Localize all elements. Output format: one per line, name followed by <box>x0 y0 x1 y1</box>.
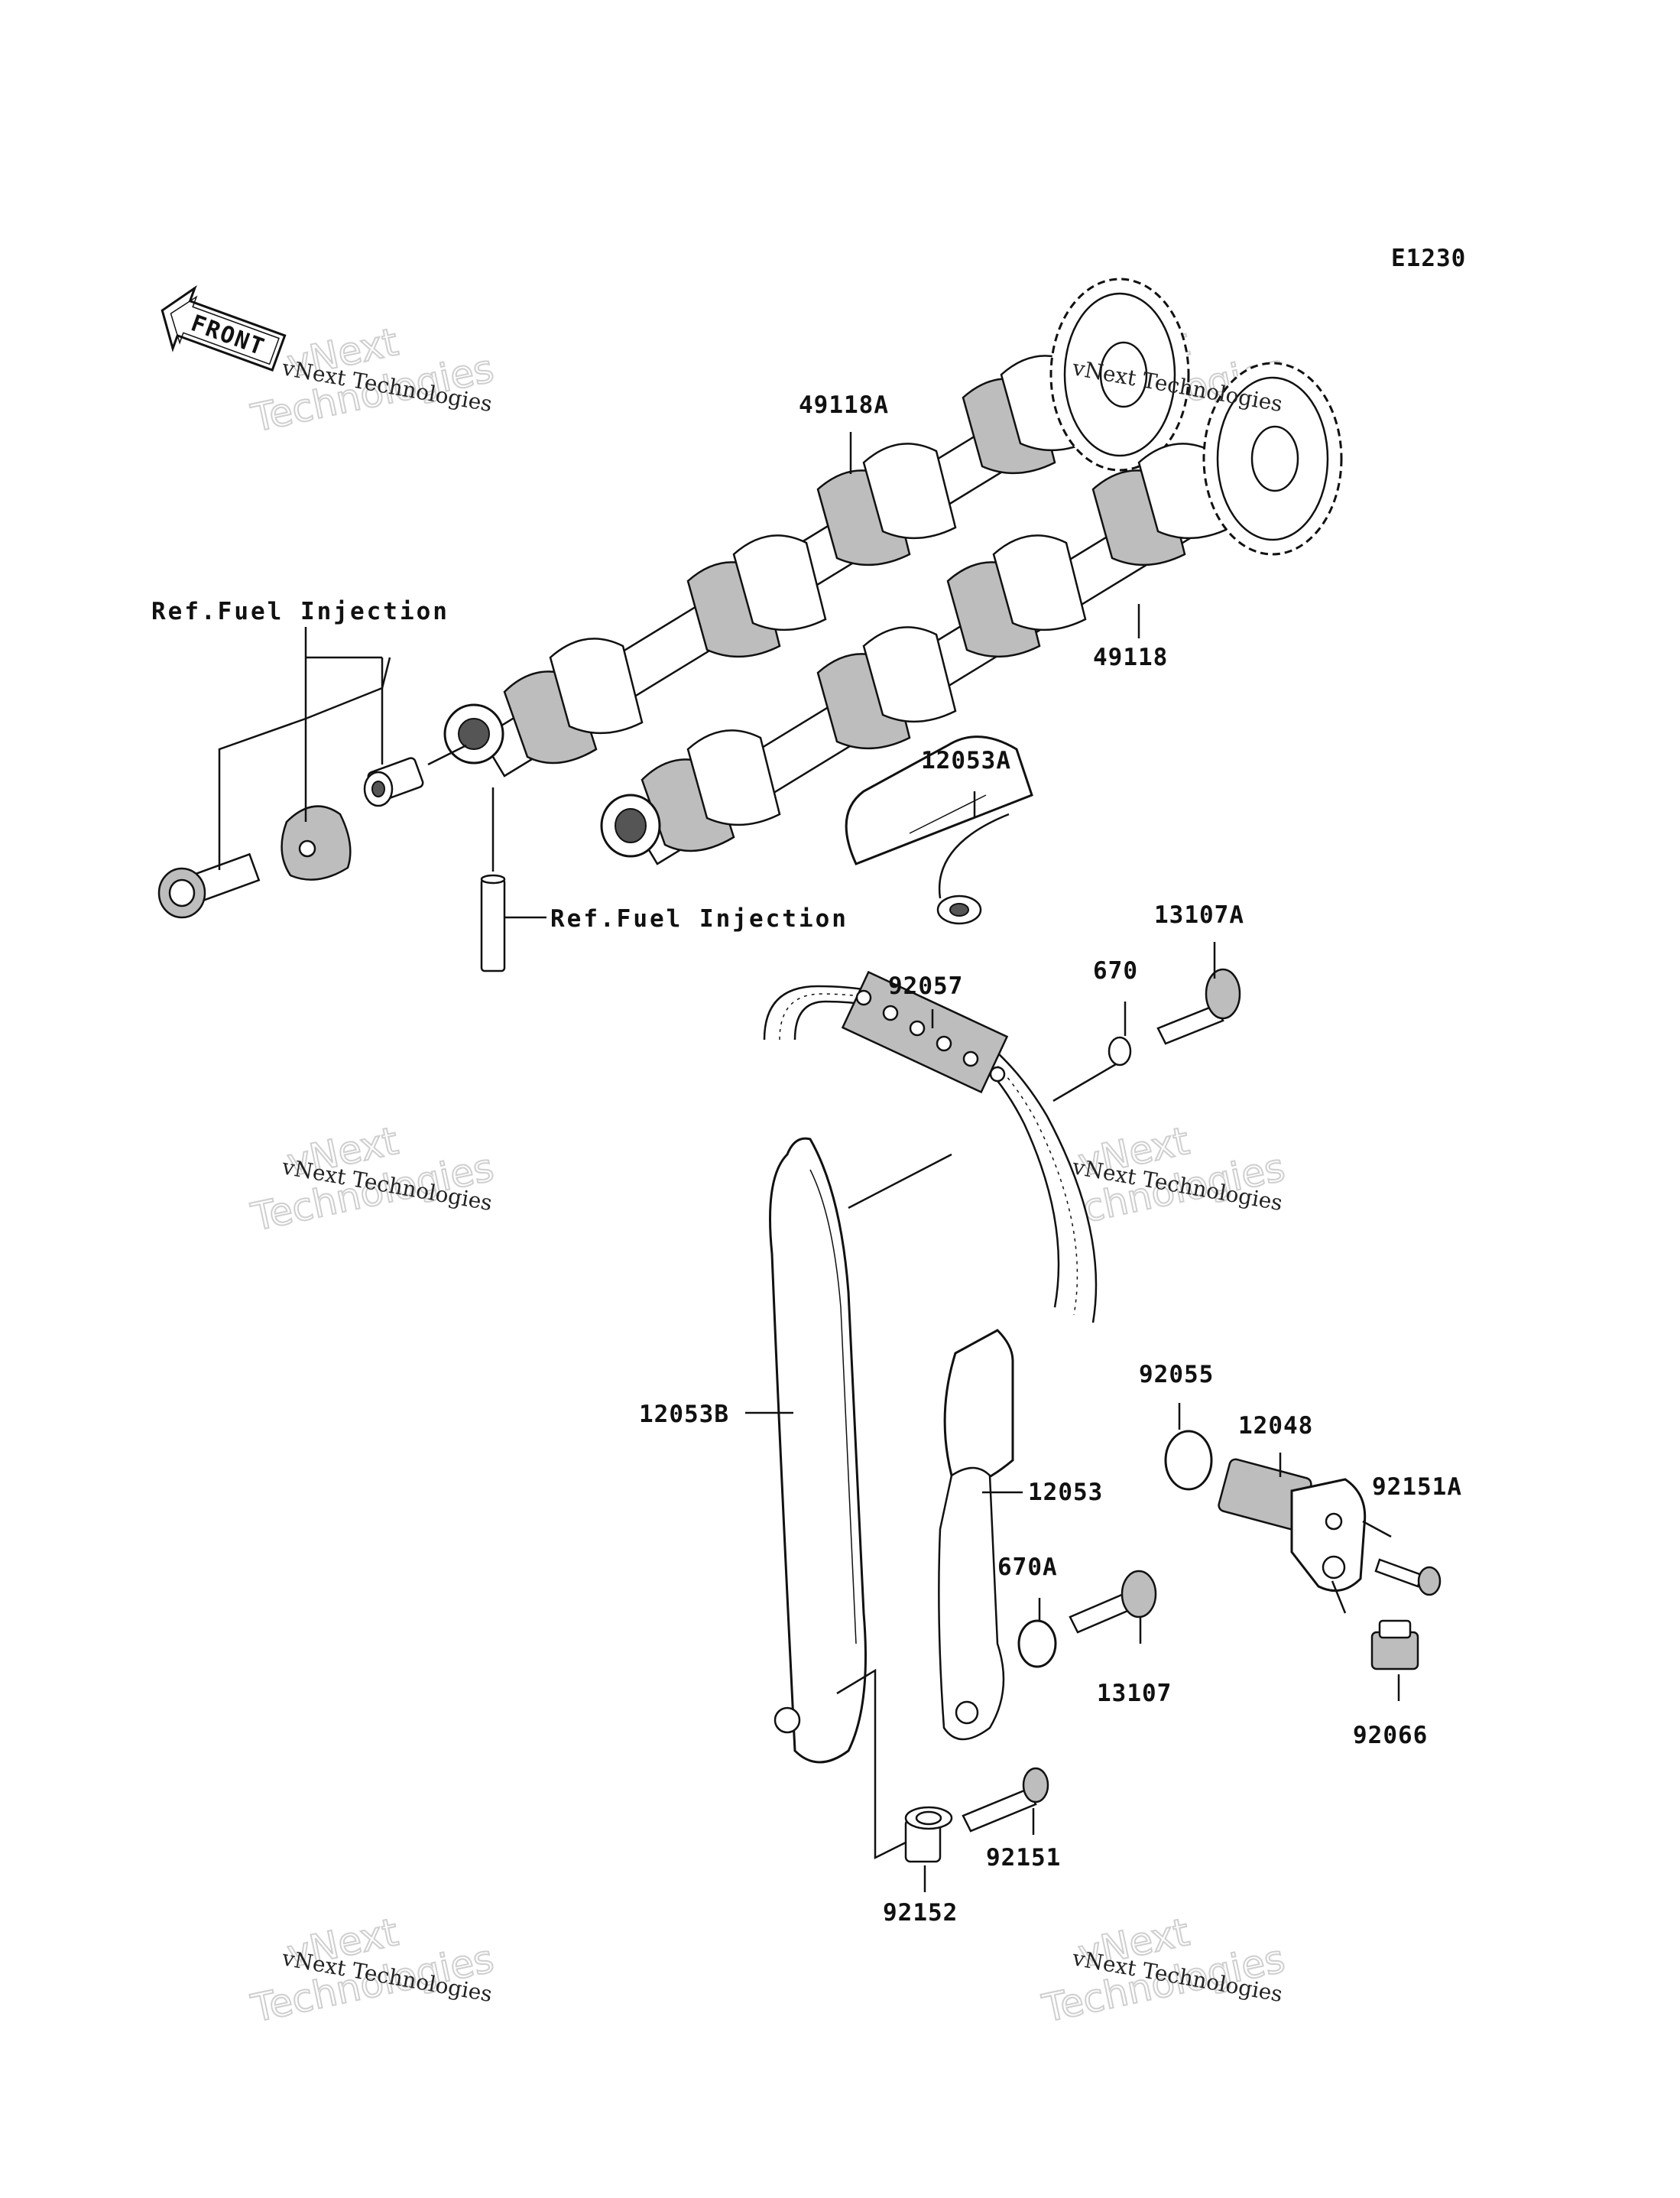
rotor-bolt-icon <box>157 852 261 919</box>
o-ring-670[interactable] <box>1108 1036 1132 1067</box>
bolt-13107A[interactable] <box>1156 968 1241 1045</box>
label-12048: 12048 <box>1238 1412 1313 1440</box>
label-670A: 670A <box>997 1554 1058 1581</box>
bolt-13107[interactable] <box>1069 1570 1157 1634</box>
chain-guide-12053B[interactable] <box>769 1137 867 1764</box>
cam-chain-92057[interactable] <box>763 970 1098 1323</box>
o-ring-92055[interactable] <box>1164 1430 1213 1491</box>
ref-fuel-injection-mid: Ref.Fuel Injection <box>550 905 848 933</box>
collar-92152[interactable] <box>904 1806 953 1863</box>
label-12053B: 12053B <box>639 1401 729 1428</box>
label-49118A: 49118A <box>799 391 889 419</box>
label-92057: 92057 <box>888 972 963 1000</box>
fuel-injection-ref-parts <box>157 757 506 972</box>
label-92066: 92066 <box>1353 1722 1428 1749</box>
front-arrow-icon: FRONT <box>161 284 287 372</box>
label-92151A: 92151A <box>1372 1473 1462 1501</box>
bolt-92151[interactable] <box>962 1767 1049 1833</box>
camshaft-49118A[interactable] <box>443 278 1190 778</box>
label-12053: 12053 <box>1028 1479 1103 1506</box>
label-670: 670 <box>1093 957 1138 985</box>
timing-rotor-icon <box>281 805 352 881</box>
label-92055: 92055 <box>1139 1361 1214 1388</box>
o-ring-670A[interactable] <box>1017 1619 1057 1668</box>
cap-bolt-92066[interactable] <box>1370 1619 1419 1670</box>
tensioner-12048[interactable] <box>1218 1458 1367 1592</box>
label-49118: 49118 <box>1093 644 1168 671</box>
chain-guide-12053[interactable] <box>938 1329 1014 1741</box>
bolt-92151A[interactable] <box>1374 1558 1442 1596</box>
dowel-pin-icon <box>480 874 506 972</box>
label-92151: 92151 <box>986 1844 1061 1872</box>
camshaft-49118[interactable] <box>600 362 1343 865</box>
label-13107A: 13107A <box>1154 901 1244 929</box>
chain-guide-12053A[interactable] <box>845 735 1033 925</box>
label-12053A: 12053A <box>921 747 1011 774</box>
label-92152: 92152 <box>883 1899 958 1927</box>
sleeve-icon <box>363 757 424 807</box>
label-13107: 13107 <box>1097 1680 1172 1707</box>
ref-fuel-injection-top: Ref.Fuel Injection <box>151 598 449 625</box>
diagram-code: E1230 <box>1391 245 1466 272</box>
